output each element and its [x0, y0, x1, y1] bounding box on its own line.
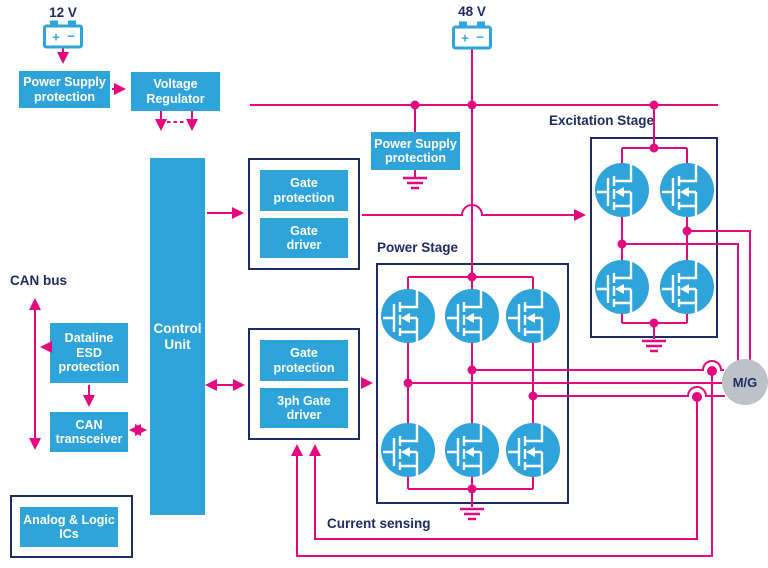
block-3ph-gate-driver: 3ph Gate driver — [260, 388, 348, 428]
block-can-transceiver: CAN transceiver — [50, 412, 128, 452]
ground-icon — [642, 339, 666, 353]
motor-generator: M/G — [722, 359, 768, 405]
battery-plus: + — [461, 31, 469, 46]
block-power-supply-protection-12v: Power Supply protection — [19, 71, 110, 108]
label-12v: 12 V — [49, 5, 77, 20]
block-gate-protection-power: Gate protection — [260, 340, 348, 381]
battery-12v-icon: + − — [43, 20, 83, 49]
block-gate-protection-excitation: Gate protection — [260, 170, 348, 211]
current-sensor-icon — [707, 366, 717, 376]
label-can-bus: CAN bus — [10, 273, 67, 288]
current-sensor-icon — [692, 392, 702, 402]
block-control-unit: Control Unit — [150, 158, 205, 515]
label-power-stage: Power Stage — [377, 240, 459, 255]
battery-minus: − — [67, 29, 75, 44]
label-mg: M/G — [733, 375, 758, 390]
label-current-sensing: Current sensing — [327, 516, 431, 531]
block-analog-logic-ics: Analog & Logic ICs — [20, 507, 118, 547]
battery-48v-icon: + − — [452, 21, 492, 50]
block-dataline-esd-protection: Dataline ESD protection — [50, 323, 128, 383]
wire-excgate-to-excitation — [362, 204, 586, 221]
label-excitation-stage: Excitation Stage — [549, 113, 655, 128]
block-voltage-regulator: Voltage Regulator — [131, 72, 220, 111]
ground-icon — [460, 507, 484, 521]
power-stage-box — [376, 263, 569, 504]
block-power-supply-protection-48v: Power Supply protection — [371, 132, 460, 170]
label-48v: 48 V — [458, 4, 486, 19]
ground-icon — [403, 176, 427, 190]
excitation-stage-box — [590, 137, 718, 338]
block-gate-driver-excitation: Gate driver — [260, 218, 348, 258]
battery-plus: + — [52, 30, 60, 45]
battery-minus: − — [476, 30, 484, 45]
